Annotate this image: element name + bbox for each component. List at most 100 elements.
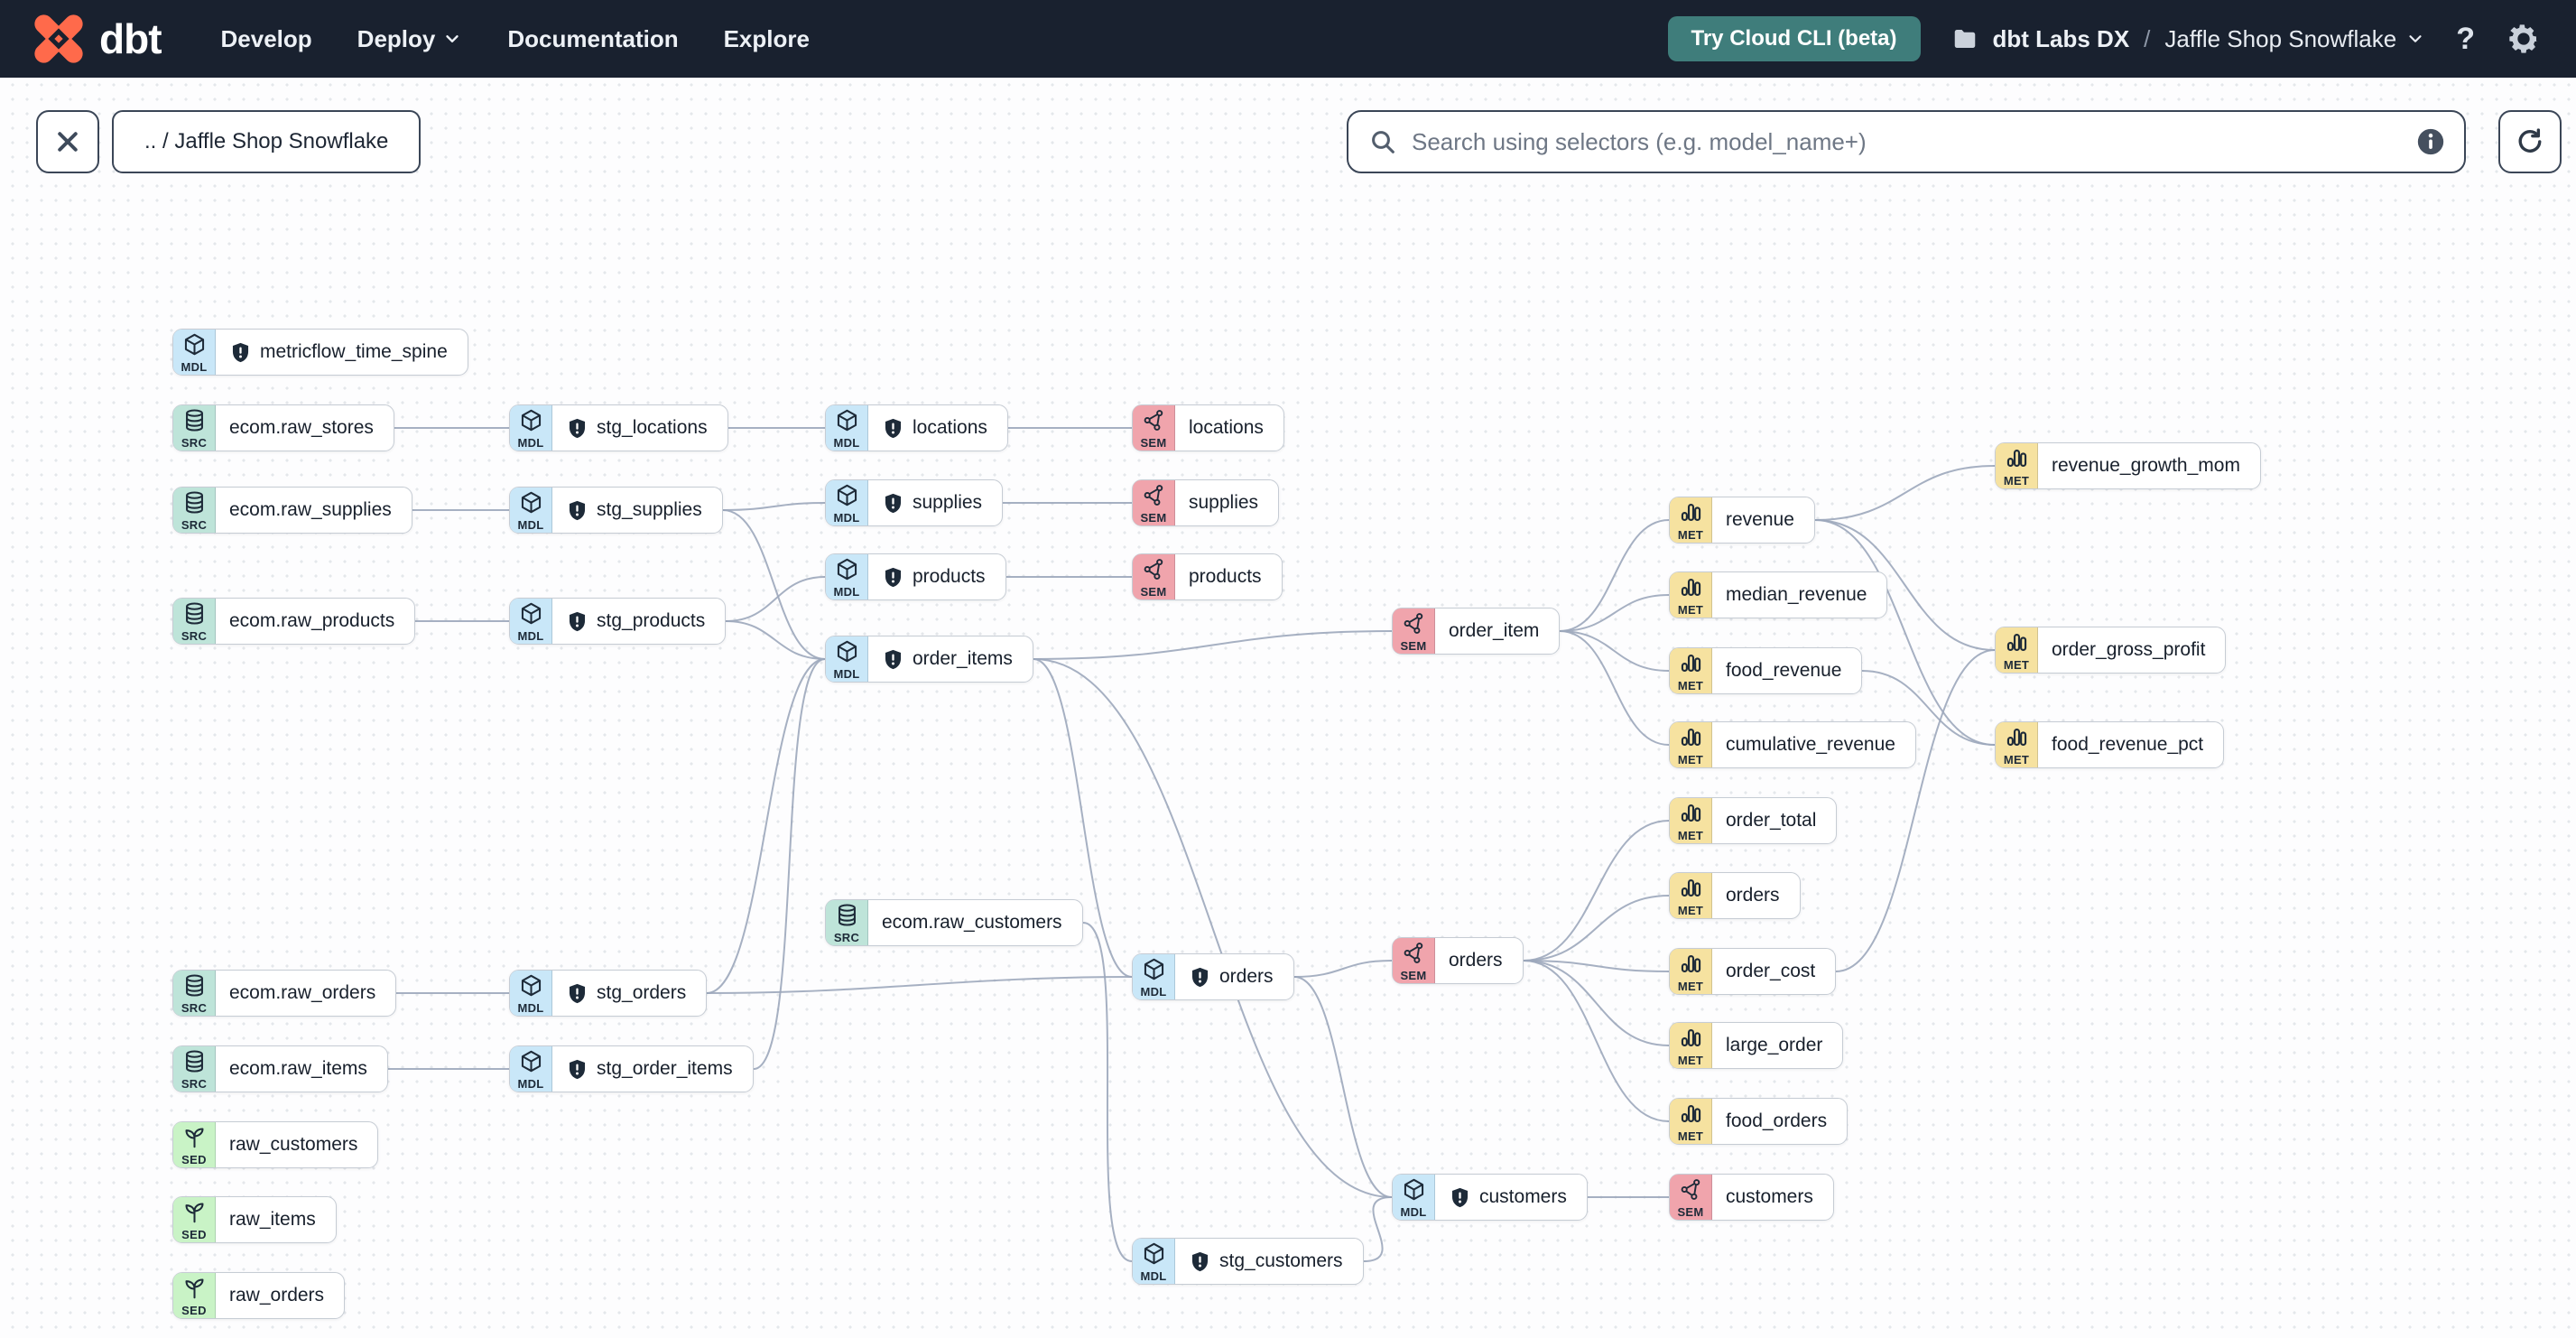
node-label: large_order (1726, 1035, 1823, 1055)
semantic-model-icon (1142, 483, 1166, 512)
header-right: Try Cloud CLI (beta) dbt Labs DX / Jaffl… (1667, 16, 2543, 61)
node-type-badge: MDL (510, 488, 552, 533)
close-lineage-button[interactable] (36, 110, 99, 173)
nav-explore[interactable]: Explore (723, 24, 810, 52)
lineage-edge (1293, 976, 1393, 1198)
node-large_order[interactable]: MET large_order (1669, 1022, 1844, 1069)
node-label: stg_supplies (597, 499, 702, 520)
node-body: customers (1435, 1175, 1587, 1220)
node-body: food_orders (1712, 1099, 1847, 1144)
node-body: stg_products (552, 599, 725, 644)
node-type-label: MET (1677, 753, 1704, 767)
chevron-down-icon (446, 35, 459, 42)
nav-deploy[interactable]: Deploy (357, 25, 463, 53)
metric-icon (1679, 876, 1703, 905)
database-icon (182, 601, 207, 630)
shield-icon (882, 648, 904, 671)
node-body: ecom.raw_items (216, 1046, 387, 1092)
cube-icon (835, 483, 859, 512)
node-label: customers (1726, 1186, 1813, 1207)
lineage-edge (1559, 630, 1670, 746)
cube-icon (519, 973, 543, 1002)
refresh-button[interactable] (2498, 110, 2562, 173)
try-cloud-cli-button[interactable]: Try Cloud CLI (beta) (1667, 16, 1921, 61)
node-type-label: MDL (1400, 1205, 1427, 1219)
node-type-badge: MDL (510, 1046, 552, 1092)
node-type-badge: SRC (173, 599, 216, 644)
node-body: ecom.raw_orders (216, 971, 395, 1016)
metric-icon (1679, 500, 1703, 529)
node-type-label: SRC (181, 1077, 208, 1091)
account-name[interactable]: dbt Labs DX (1992, 24, 2130, 52)
info-icon[interactable] (2415, 126, 2446, 157)
lineage-edge (1835, 649, 1996, 972)
lineage-breadcrumb[interactable]: .. / Jaffle Shop Snowflake (112, 110, 422, 173)
nav-documentation[interactable]: Documentation (507, 24, 679, 52)
lineage-edge (1861, 670, 1996, 746)
node-body: locations (1175, 405, 1283, 451)
node-label: order_gross_profit (2052, 639, 2206, 660)
node-body: ecom.raw_customers (868, 900, 1082, 945)
dbt-logo[interactable]: dbt (31, 11, 162, 67)
help-icon[interactable]: ? (2456, 21, 2475, 56)
node-raw_items_src[interactable]: SRC ecom.raw_items (172, 1045, 388, 1092)
node-type-badge: MET (1670, 798, 1712, 843)
gear-icon[interactable] (2506, 21, 2542, 57)
node-stg_supplies[interactable]: MDL stg_supplies (509, 487, 723, 534)
node-type-badge: MET (1996, 443, 2038, 488)
close-icon (58, 132, 78, 152)
node-type-label: MDL (517, 436, 544, 450)
lineage-edge (1814, 519, 1996, 746)
nav-develop[interactable]: Develop (220, 24, 312, 52)
node-label: stg_orders (597, 982, 687, 1003)
node-type-badge: SRC (173, 488, 216, 533)
semantic-model-icon (1402, 941, 1426, 970)
node-body: stg_orders (552, 971, 706, 1016)
node-customers_mdl[interactable]: MDL customers (1392, 1174, 1588, 1221)
node-type-badge: MET (1670, 1023, 1712, 1068)
node-body: products (1175, 554, 1282, 599)
node-label: supplies (1189, 492, 1259, 513)
node-label: stg_products (597, 610, 706, 631)
search-input[interactable] (1412, 127, 2415, 156)
project-selector[interactable]: Jaffle Shop Snowflake (2164, 25, 2425, 53)
